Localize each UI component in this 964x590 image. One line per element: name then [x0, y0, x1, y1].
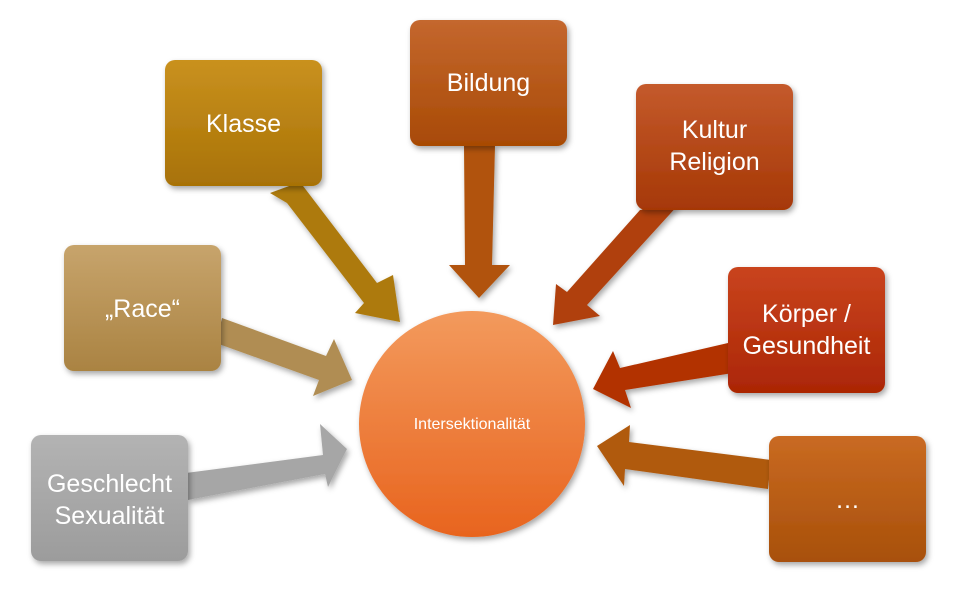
node-geschlecht: Geschlecht Sexualität	[31, 435, 188, 561]
label-klasse: Klasse	[206, 110, 281, 138]
arrow-kultur	[553, 203, 680, 325]
node-kultur: Kultur Religion	[636, 84, 793, 210]
arrows	[186, 145, 771, 500]
arrow-race	[216, 318, 352, 396]
node-bildung: Bildung	[410, 20, 567, 146]
arrow-bildung	[449, 145, 510, 298]
label-geschlecht-line2: Sexualität	[55, 502, 165, 530]
arrow-koerper	[593, 343, 733, 408]
box-race	[64, 245, 221, 371]
box-more	[769, 436, 926, 562]
label-koerper-line2: Gesundheit	[743, 332, 871, 360]
node-more: …	[769, 436, 926, 562]
arrow-more	[597, 425, 771, 489]
node-koerper: Körper / Gesundheit	[728, 267, 885, 393]
arrow-klasse	[270, 182, 400, 322]
label-more: …	[835, 486, 860, 514]
box-kultur	[636, 84, 793, 210]
label-kultur-line2: Religion	[669, 148, 759, 176]
node-race: „Race“	[64, 245, 221, 371]
box-klasse	[165, 60, 322, 186]
node-klasse: Klasse	[165, 60, 322, 186]
arrow-geschlecht	[186, 424, 347, 500]
label-kultur-line1: Kultur	[682, 116, 747, 144]
label-race: „Race“	[105, 295, 180, 323]
center-circle	[359, 311, 585, 537]
center-node: Intersektionalität	[359, 311, 585, 537]
box-bildung	[410, 20, 567, 146]
label-bildung: Bildung	[447, 69, 530, 97]
label-geschlecht-line1: Geschlecht	[47, 470, 172, 498]
center-label: Intersektionalität	[414, 416, 531, 433]
box-geschlecht	[31, 435, 188, 561]
label-koerper-line1: Körper /	[762, 300, 851, 328]
box-koerper	[728, 267, 885, 393]
